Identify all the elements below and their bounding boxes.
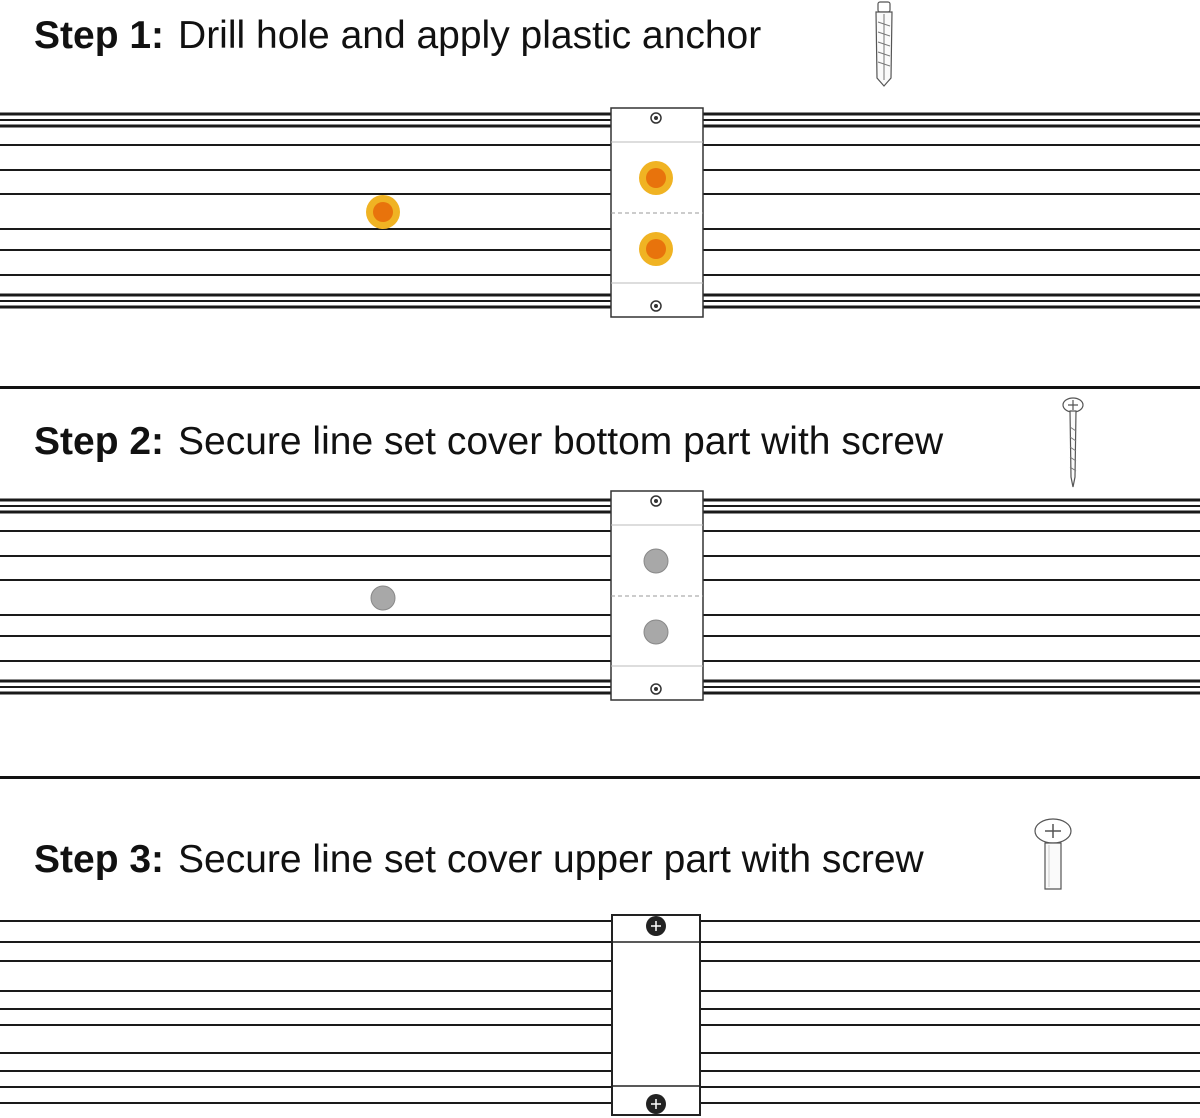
divider-1: [0, 386, 1200, 389]
step-2-panel: Step 2: Secure line set cover bottom part…: [0, 389, 1200, 777]
plastic-anchor-icon: [875, 1, 893, 87]
step-2-label: Step 2:: [34, 420, 165, 463]
step-2-text: Secure line set cover bottom part with s…: [178, 420, 944, 463]
wall-siding-lines: [0, 920, 1200, 1104]
step-1-text: Drill hole and apply plastic anchor: [178, 14, 762, 57]
wall-siding-lines: [0, 112, 1200, 309]
step-3-label: Step 3:: [34, 838, 165, 881]
step-1-label: Step 1:: [34, 14, 165, 57]
step-3-text: Secure line set cover upper part with sc…: [178, 838, 924, 881]
step-3-title: Step 3: Secure line set cover upper part …: [34, 838, 924, 882]
wall-siding-lines: [0, 498, 1200, 695]
step-1-title: Step 1: Drill hole and apply plastic anch…: [34, 14, 761, 58]
line-cover-bracket: [610, 490, 704, 701]
step-2-title: Step 2: Secure line set cover bottom part…: [34, 420, 943, 464]
step-1-panel: Step 1: Drill hole and apply plastic anch…: [0, 0, 1200, 388]
pan-head-screw-icon: [1034, 818, 1072, 890]
line-cover-upper: [611, 914, 701, 1116]
step-3-panel: Step 3: Secure line set cover upper part …: [0, 779, 1200, 1118]
drilled-anchor-hole: [366, 195, 400, 229]
divider-2: [0, 776, 1200, 779]
wall-screw-head: [370, 585, 396, 611]
long-screw-icon: [1062, 397, 1084, 488]
line-cover-bracket: [610, 107, 704, 318]
